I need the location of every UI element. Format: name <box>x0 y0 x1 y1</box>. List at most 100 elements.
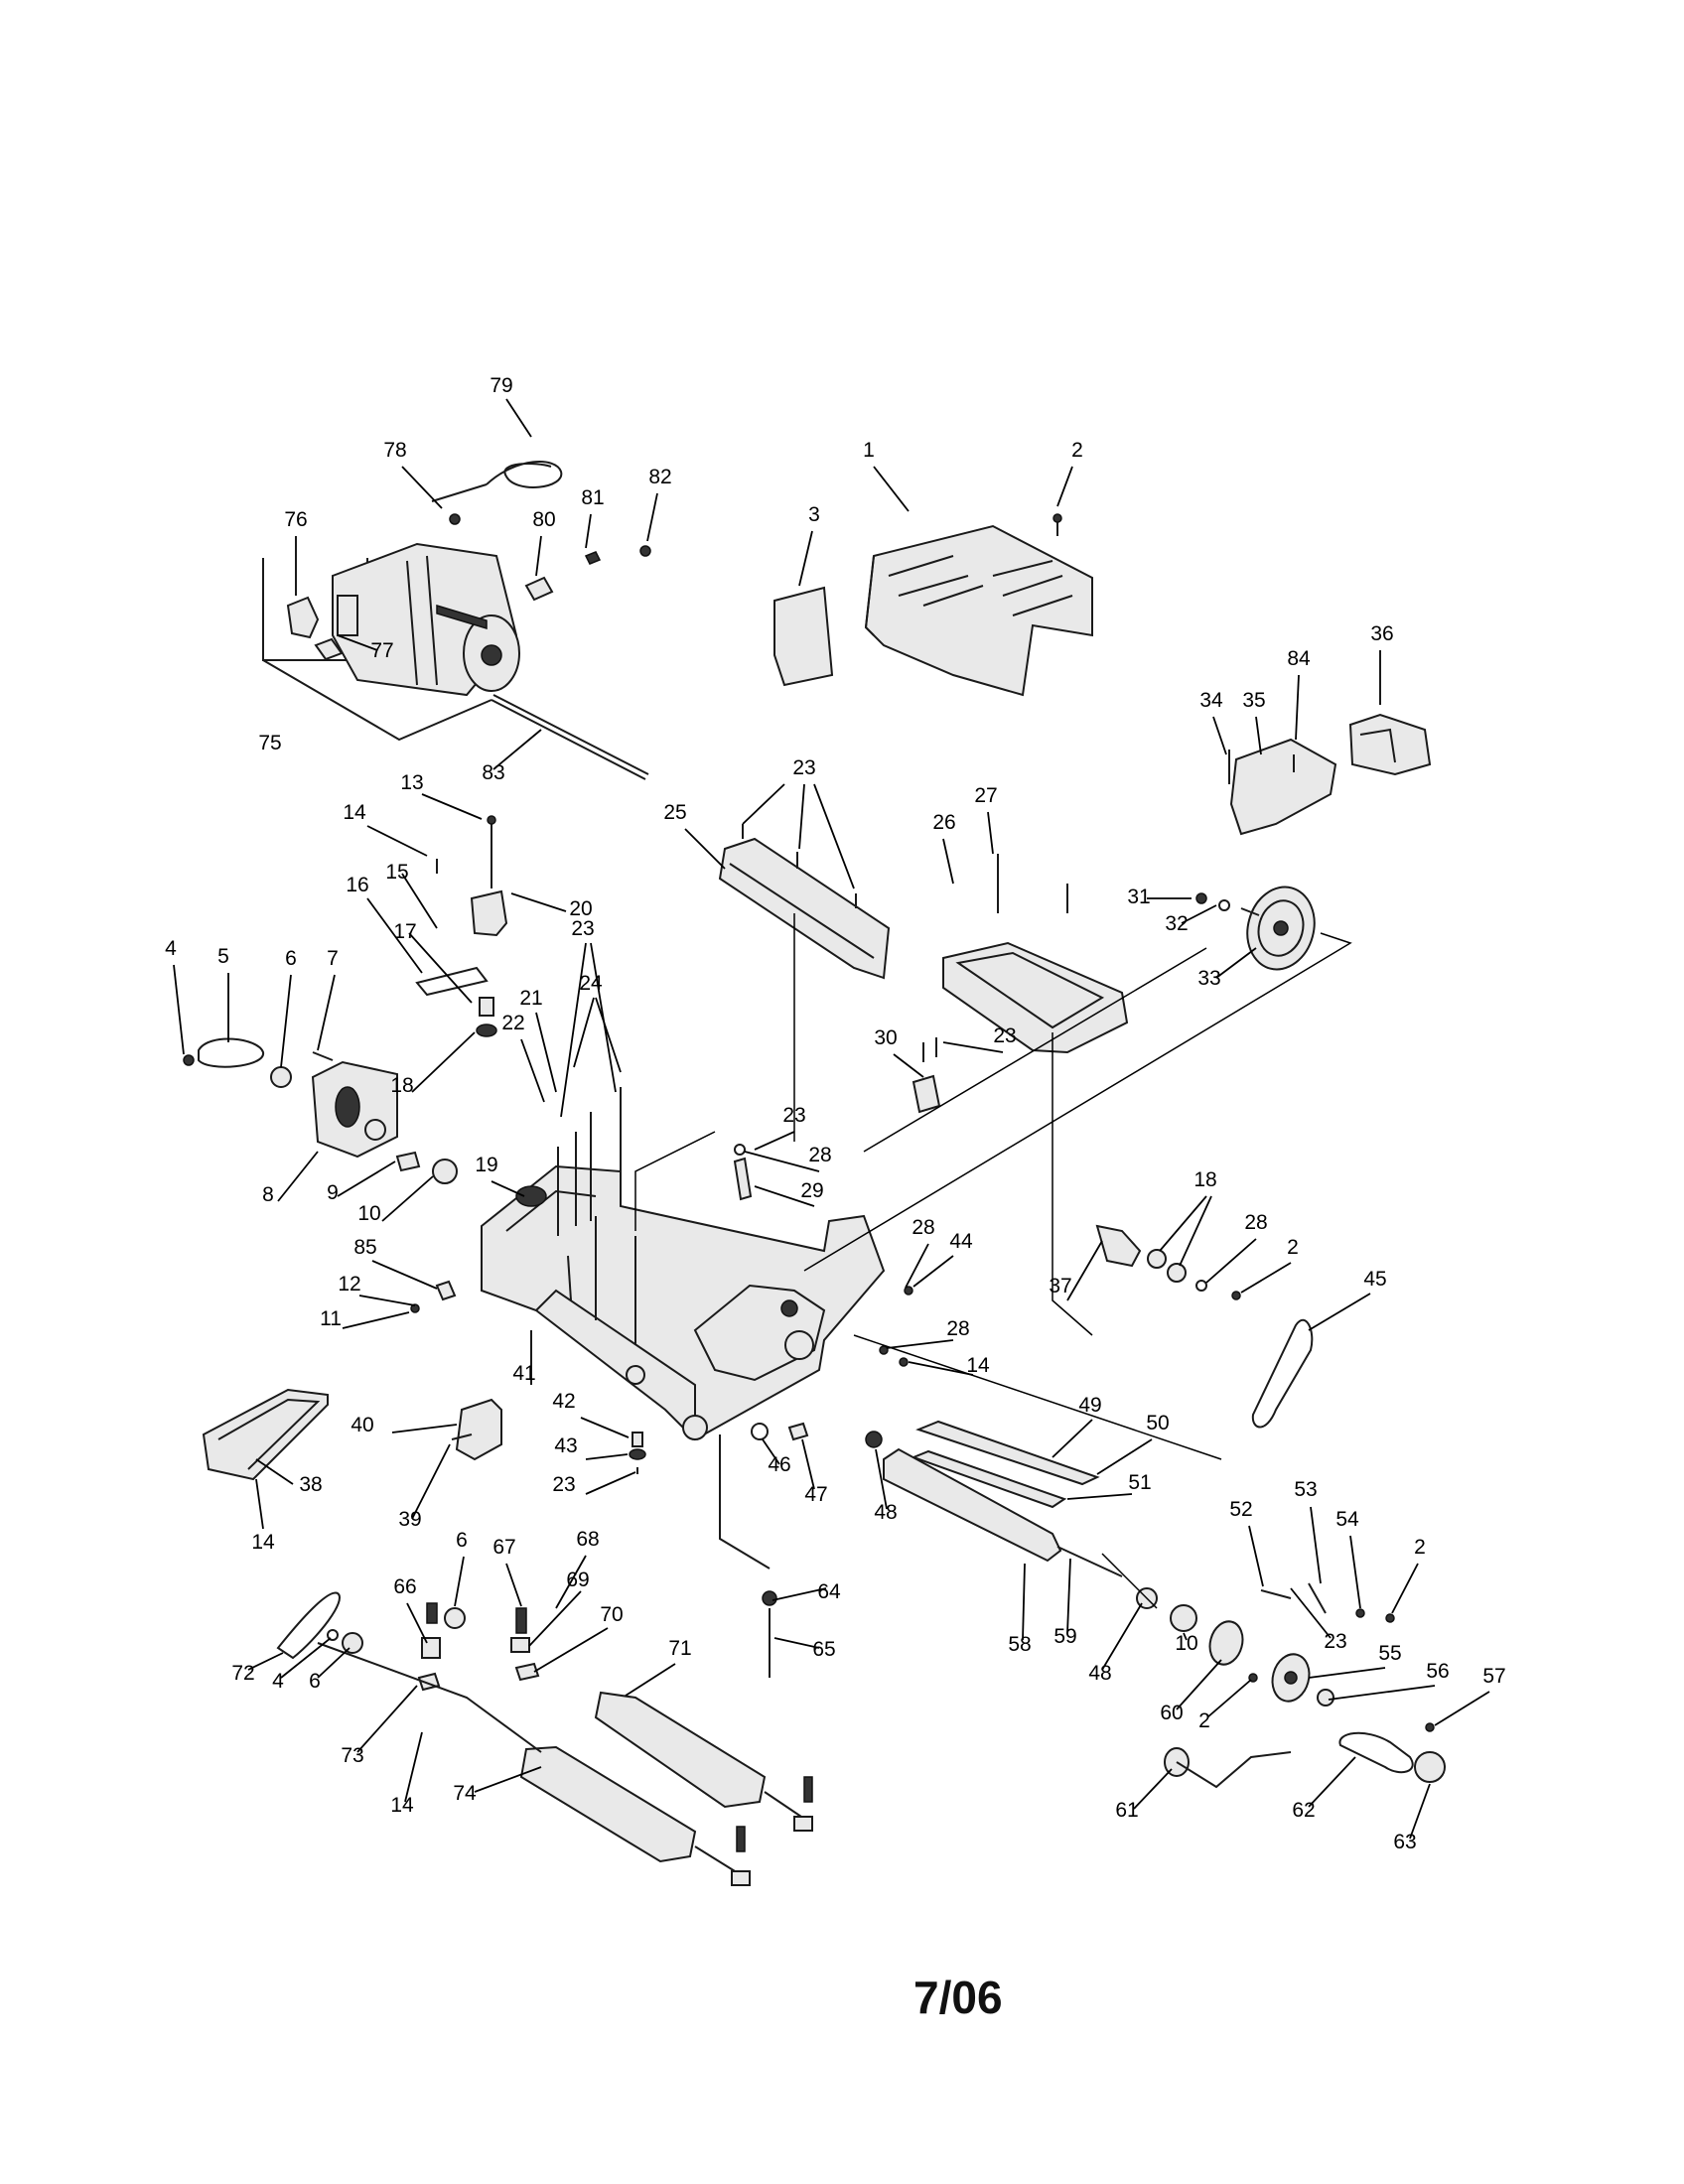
callout-84: 84 <box>1287 647 1311 670</box>
callout-53: 53 <box>1294 1478 1317 1501</box>
bearing-10b <box>1170 1604 1197 1632</box>
part-25 <box>718 837 891 980</box>
callout-13: 13 <box>400 771 423 794</box>
callout-18: 18 <box>390 1074 413 1097</box>
callout-59: 59 <box>1053 1625 1076 1648</box>
callout-2: 2 <box>1071 439 1083 462</box>
part-35 <box>1229 738 1337 836</box>
part-42 <box>632 1432 643 1447</box>
part-38 <box>202 1388 329 1481</box>
belt-62 <box>1338 1731 1414 1774</box>
date-code: 7/06 <box>913 1972 1003 2023</box>
gear-55 <box>1271 1653 1311 1703</box>
callout-6: 6 <box>456 1529 468 1552</box>
callout-42: 42 <box>552 1390 575 1413</box>
top-cover <box>864 524 1093 697</box>
callout-38: 38 <box>299 1473 322 1496</box>
callout-1: 1 <box>863 439 875 462</box>
motor-assembly <box>262 542 649 780</box>
callout-74: 74 <box>453 1782 477 1805</box>
chain-5 <box>198 1037 264 1068</box>
callout-28: 28 <box>912 1216 934 1239</box>
callout-35: 35 <box>1242 689 1265 712</box>
roller-71 <box>594 1691 813 1832</box>
callout-22: 22 <box>501 1012 524 1034</box>
callout-15: 15 <box>385 861 408 884</box>
leader-lines <box>173 398 1490 1840</box>
callout-28: 28 <box>808 1144 831 1166</box>
callout-48: 48 <box>1088 1662 1111 1685</box>
callout-33: 33 <box>1197 967 1220 990</box>
callout-75: 75 <box>258 732 281 754</box>
power-cord <box>486 461 563 488</box>
callout-66: 66 <box>393 1575 416 1598</box>
callout-26: 26 <box>932 811 955 834</box>
callout-85: 85 <box>353 1236 376 1259</box>
callout-5: 5 <box>217 945 229 968</box>
callout-68: 68 <box>576 1528 599 1551</box>
part-29 <box>733 1157 753 1201</box>
part-56 <box>1317 1689 1334 1706</box>
part-47 <box>787 1422 809 1441</box>
callout-2: 2 <box>1414 1536 1426 1559</box>
belt-45 <box>1251 1318 1314 1429</box>
callout-6: 6 <box>285 947 297 970</box>
cutter-head-59 <box>883 1447 1123 1577</box>
part-17 <box>479 997 494 1017</box>
callout-39: 39 <box>398 1508 421 1531</box>
callout-70: 70 <box>600 1603 623 1626</box>
part-18 <box>476 1024 497 1037</box>
callout-40: 40 <box>351 1414 373 1436</box>
callout-81: 81 <box>581 486 604 509</box>
part-78 <box>449 513 461 525</box>
shaft-37 <box>1095 1224 1241 1300</box>
callout-73: 73 <box>341 1744 363 1767</box>
callout-10: 10 <box>1175 1632 1197 1655</box>
callout-3: 3 <box>808 503 820 526</box>
gear-60 <box>1208 1620 1244 1666</box>
callout-16: 16 <box>346 874 368 896</box>
callout-28: 28 <box>1244 1211 1267 1234</box>
callout-45: 45 <box>1363 1268 1386 1291</box>
callout-71: 71 <box>668 1637 691 1660</box>
callout-50: 50 <box>1146 1412 1169 1434</box>
part-26 <box>942 941 1129 1054</box>
callout-23: 23 <box>571 917 594 940</box>
chain-72 <box>276 1591 341 1660</box>
part-82 <box>639 545 651 557</box>
callout-62: 62 <box>1292 1799 1315 1822</box>
callout-23: 23 <box>792 756 815 779</box>
callout-12: 12 <box>338 1273 360 1296</box>
callout-14: 14 <box>251 1531 275 1554</box>
callout-82: 82 <box>648 466 671 488</box>
callout-30: 30 <box>874 1026 897 1049</box>
pulley-63 <box>1414 1751 1446 1783</box>
callout-55: 55 <box>1378 1642 1401 1665</box>
part-85 <box>435 1280 457 1301</box>
blade-49 <box>915 1420 1100 1486</box>
callout-8: 8 <box>262 1183 274 1206</box>
part-9 <box>395 1151 421 1172</box>
part-81 <box>584 551 602 565</box>
callout-64: 64 <box>817 1580 841 1603</box>
gib-51 <box>911 1449 1067 1509</box>
callout-29: 29 <box>800 1179 823 1202</box>
callout-4: 4 <box>272 1670 284 1693</box>
callout-41: 41 <box>512 1362 535 1385</box>
callout-17: 17 <box>393 920 416 943</box>
callout-49: 49 <box>1078 1394 1101 1417</box>
gearbox-8 <box>311 1060 398 1159</box>
sprocket-6 <box>270 1066 292 1088</box>
part-3 <box>773 586 834 687</box>
callout-83: 83 <box>482 761 504 784</box>
callout-58: 58 <box>1008 1633 1031 1656</box>
callout-32: 32 <box>1165 912 1188 935</box>
part-43 <box>629 1448 646 1460</box>
callout-65: 65 <box>812 1638 835 1661</box>
callout-24: 24 <box>579 972 603 995</box>
callout-72: 72 <box>231 1662 254 1685</box>
callout-28: 28 <box>946 1317 969 1340</box>
callout-19: 19 <box>475 1154 497 1176</box>
